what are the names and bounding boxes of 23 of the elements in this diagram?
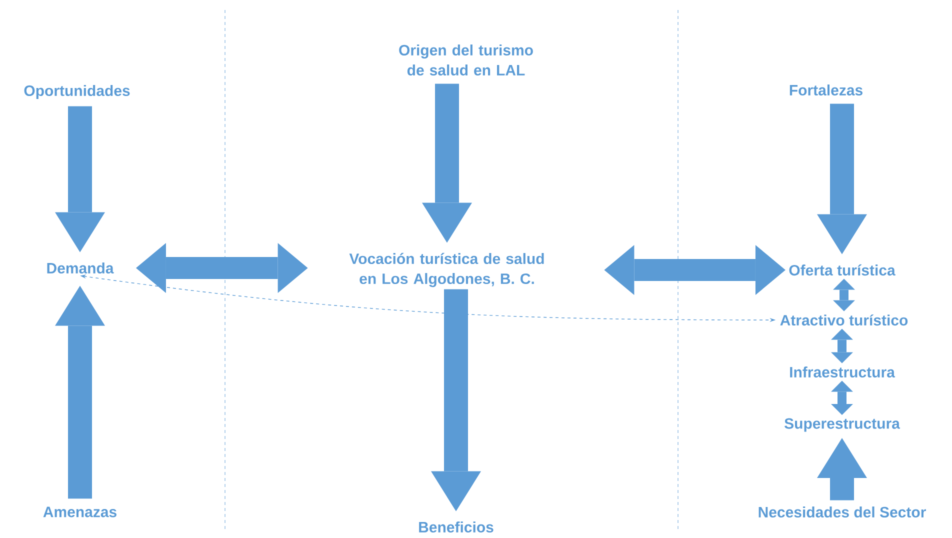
node-label: Demanda — [47, 262, 114, 274]
double-block-arrow — [831, 328, 854, 364]
node-label: Vocación turística de salud en Los Algodones, B. C. — [349, 252, 544, 288]
node-label: Amenazas — [43, 506, 116, 518]
block-arrow — [422, 84, 472, 243]
node-label: Oportunidades — [24, 85, 130, 99]
block-arrow — [55, 286, 105, 499]
node-label: Origen del turismo de salud en LAL — [399, 44, 533, 76]
node-label: Fortalezas — [790, 84, 862, 96]
block-arrow — [817, 438, 868, 500]
node-label: Necesidades del Sector — [758, 506, 926, 518]
double-block-arrow — [136, 243, 308, 293]
double-block-arrow — [833, 278, 855, 312]
node-label: Beneficios — [419, 522, 494, 532]
node-label: Atractivo turístico — [780, 314, 908, 326]
double-block-arrow — [831, 380, 854, 415]
node-label: Infraestructura — [790, 366, 896, 378]
double-block-arrow — [604, 245, 786, 295]
node-label: Superestructura — [784, 418, 900, 432]
block-arrow — [817, 104, 868, 254]
node-label: Oferta turística — [789, 264, 896, 276]
block-arrow — [55, 106, 105, 252]
block-arrow — [431, 289, 481, 512]
